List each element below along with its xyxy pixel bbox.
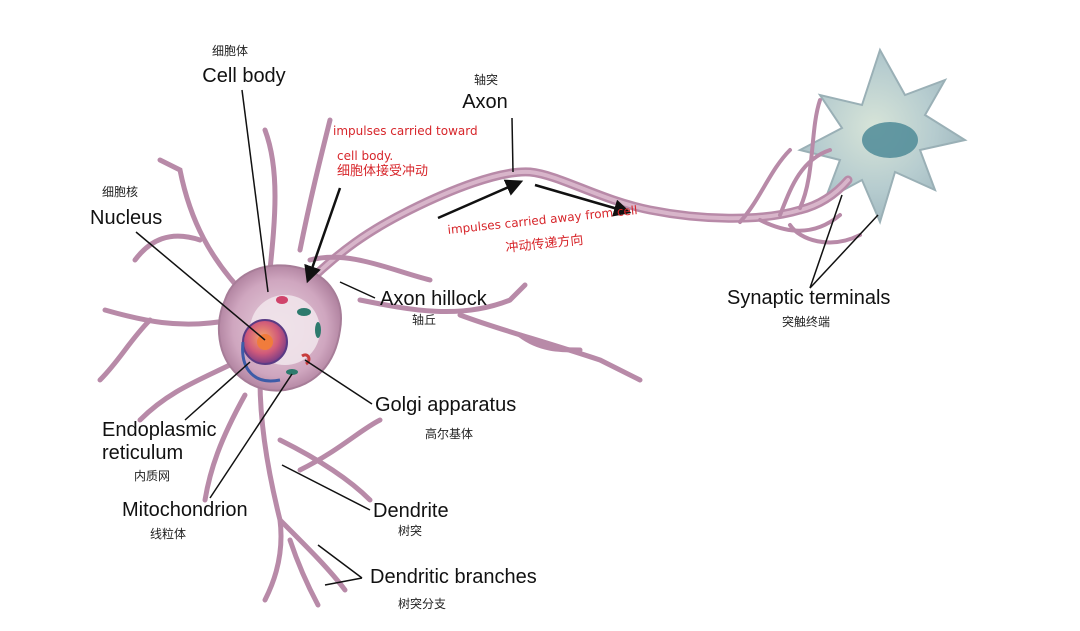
golgi-zh: 高尔基体	[425, 427, 474, 441]
nucleus-label: Nucleus	[90, 207, 163, 229]
synaptic-terminals-label: Synaptic terminals	[727, 287, 891, 309]
cell-body-label: Cell body	[202, 65, 286, 87]
axon-terminals	[738, 98, 862, 245]
arrow-away-from-cell	[534, 183, 632, 217]
golgi-label: Golgi apparatus	[375, 394, 517, 416]
nucleus-zh: 细胞核	[102, 185, 139, 199]
cell-body-zh: 细胞体	[211, 44, 249, 58]
impulse-toward-line2: cell body.	[337, 149, 394, 163]
impulse-toward-zh: 细胞体接受冲动	[337, 164, 429, 179]
mitochondrion-zh: 线粒体	[150, 527, 187, 541]
axon-hillock-zh: 轴丘	[412, 313, 437, 327]
target-cell	[797, 47, 968, 225]
soma	[217, 264, 342, 392]
er-label-line2: reticulum	[102, 442, 184, 464]
er-zh: 内质网	[134, 469, 171, 483]
axon-shape	[295, 167, 853, 295]
impulse-toward-line1: impulses carried toward	[333, 124, 478, 138]
er-label-line1: Endoplasmic	[102, 419, 217, 441]
leader-lines	[135, 89, 879, 586]
dendrite-label: Dendrite	[373, 500, 449, 522]
dendritic-branches-label: Dendritic branches	[370, 566, 537, 588]
synaptic-terminals-zh: 突触终端	[782, 315, 831, 329]
arrow-toward-cell-body	[304, 187, 342, 284]
arrow-along-axon	[437, 179, 524, 220]
axon-zh: 轴突	[473, 73, 499, 87]
mitochondrion-label: Mitochondrion	[122, 499, 248, 521]
dendrite-zh: 树突	[398, 524, 423, 538]
axon-label: Axon	[462, 91, 508, 113]
dendritic-branches-zh: 树突分支	[398, 597, 447, 611]
impulse-arrows	[304, 179, 632, 284]
target-nucleus	[862, 122, 918, 158]
axon-hillock-label: Axon hillock	[380, 288, 487, 310]
